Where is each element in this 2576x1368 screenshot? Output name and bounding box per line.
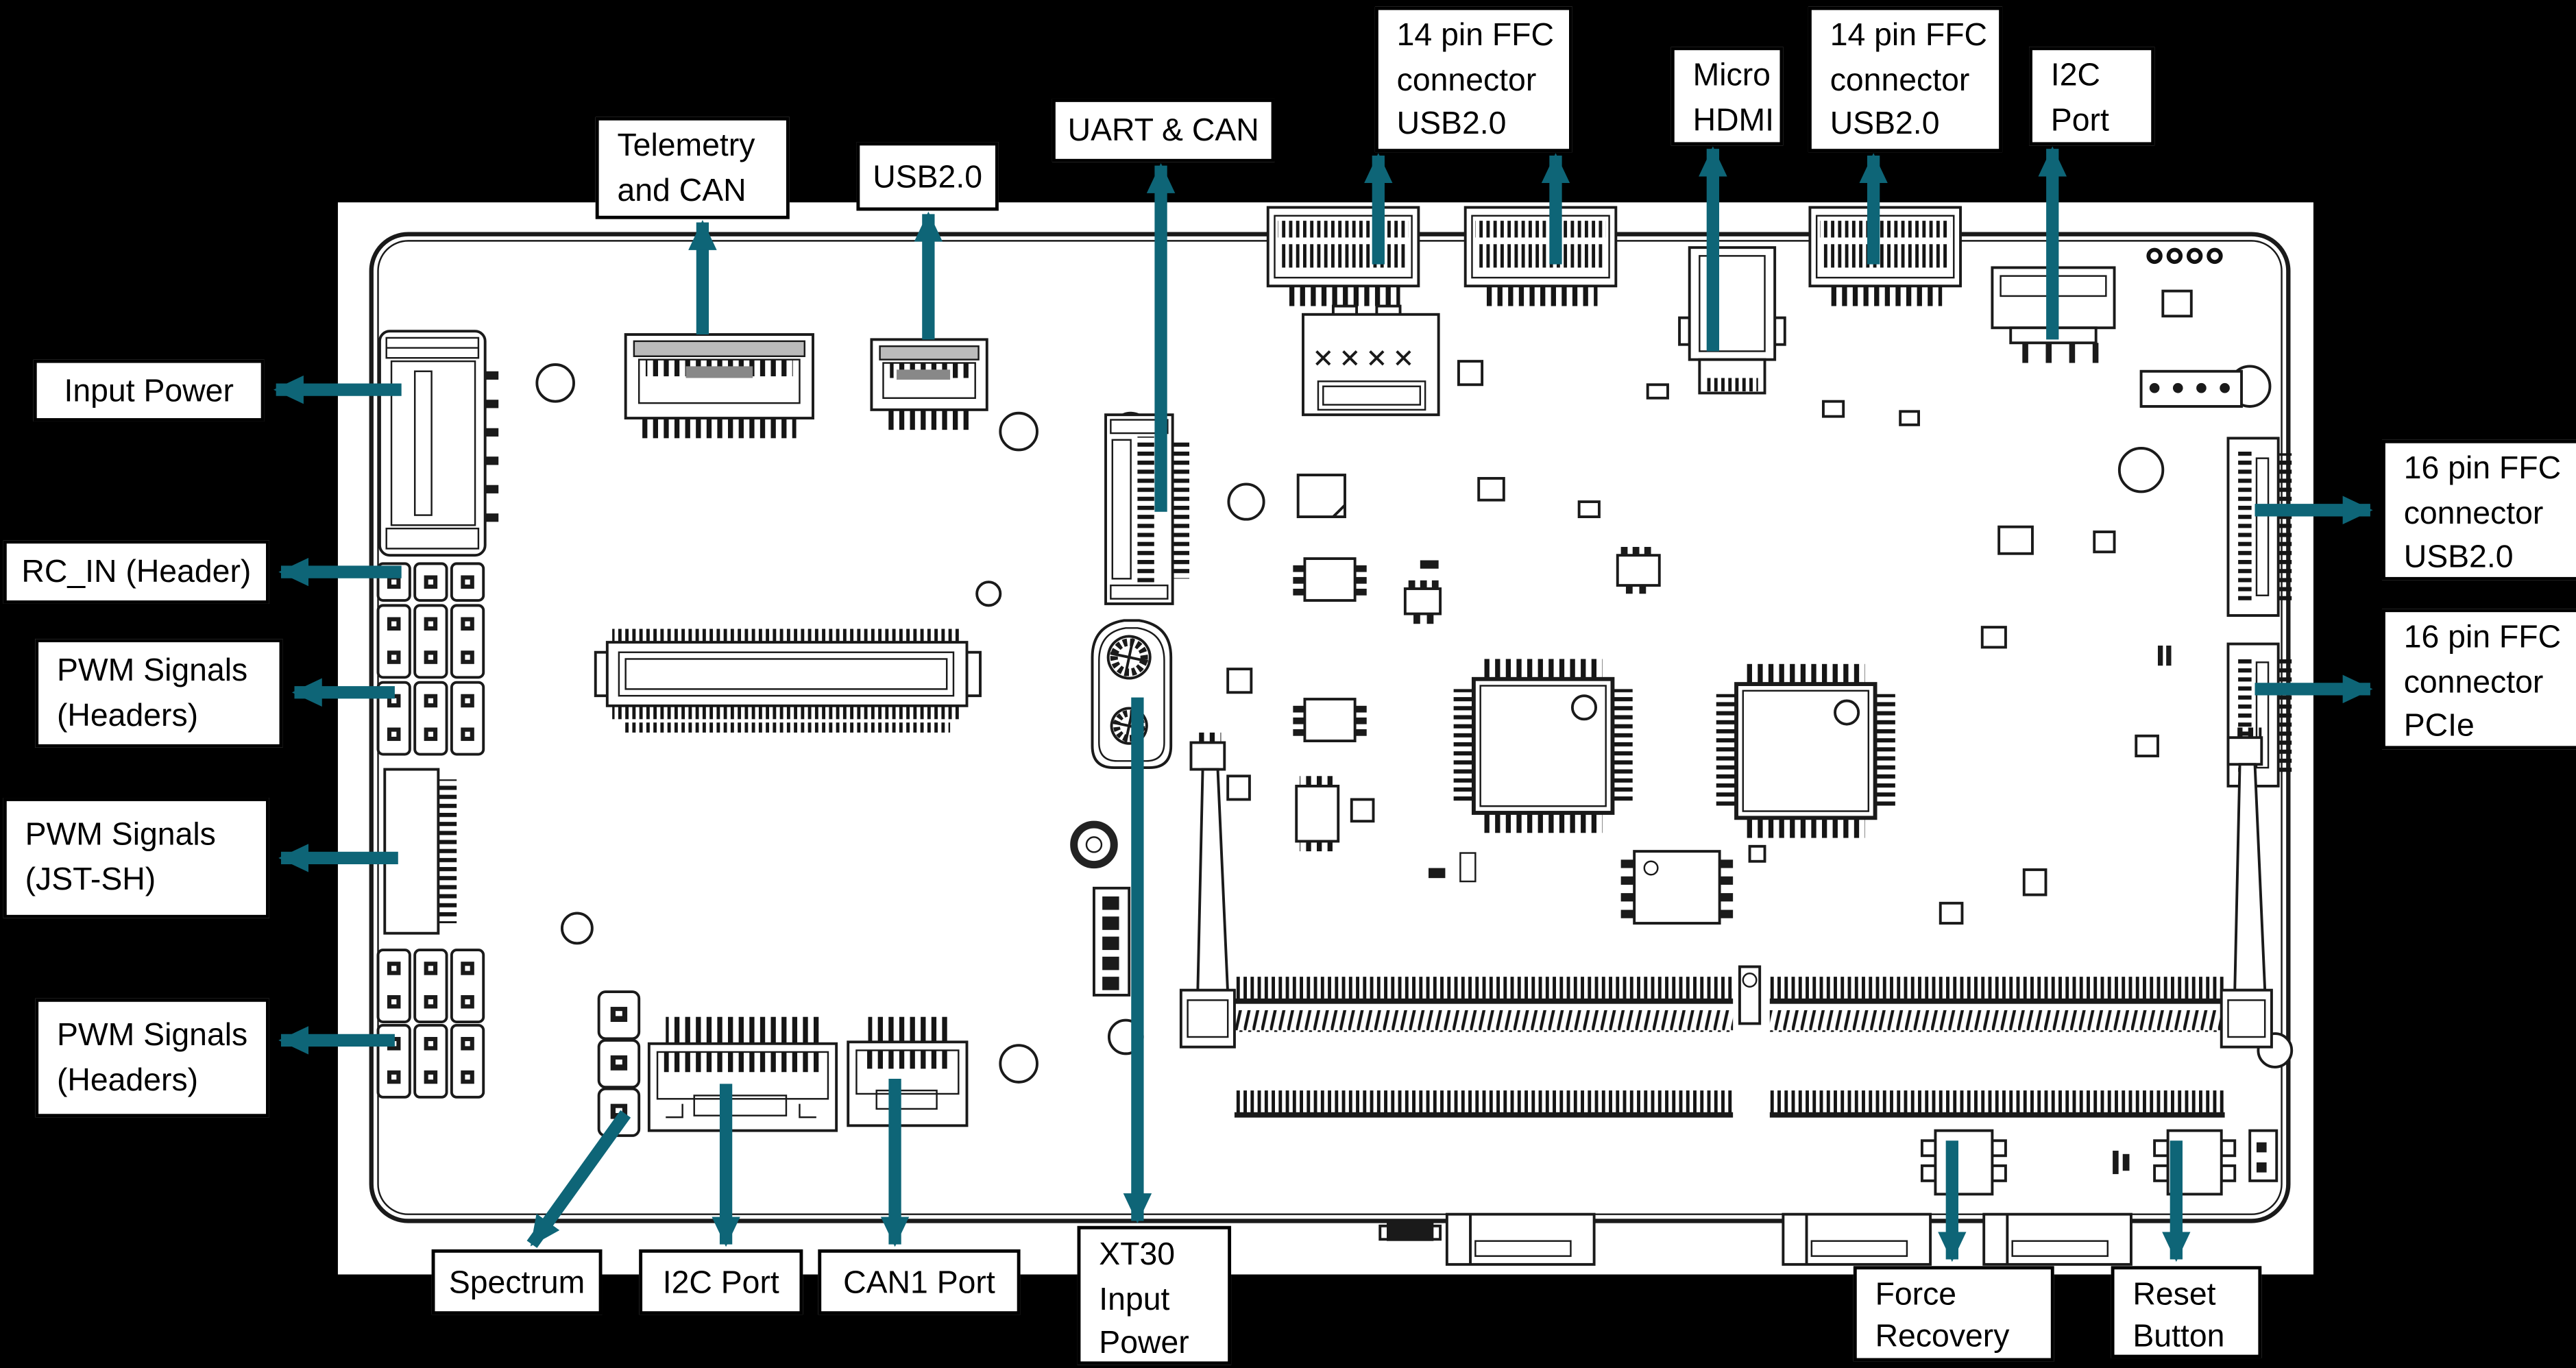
callout-micro-hdmi: Micro HDMI [1670,47,1784,146]
smd-part [1457,360,1484,387]
qfp-chip-2 [1716,664,1895,838]
callout-rc-in: RC_IN (Header) [3,540,269,604]
qfp-chip-1 [1454,659,1633,833]
xt30-connector [1091,619,1173,770]
callout-input-power: Input Power [33,359,265,422]
5pin-header [1093,886,1131,997]
ffc16-usb-connector [2226,437,2292,617]
b2b-80pin-connector [594,628,982,733]
smd-parts [1226,383,2172,925]
board-to-board-socket [1302,304,1440,417]
callout-ffc16-pcie: 16 pin FFC connector PCIe [2381,609,2576,750]
callout-can1: CAN1 Port [818,1249,1021,1315]
callout-xt30: XT30 Input Power [1077,1225,1232,1365]
bottom-connector-2 [1782,1212,1932,1266]
callout-usb20: USB2.0 [856,142,999,211]
callout-reset-button: Reset Button [2111,1266,2262,1358]
4pin-header [2139,369,2243,408]
bottom-connector-3 [1982,1212,2133,1266]
callout-telemetry-can: Telemetry and CAN [595,117,790,219]
small-bottom-part [2113,1129,2279,1182]
input-power-connector [378,330,499,557]
callout-arrows [273,146,2373,1262]
callout-i2c-top: I2C Port [2029,47,2155,146]
uart-can-connector [1104,413,1190,605]
soic8-chip [1620,850,1734,925]
smd-part [2161,289,2193,318]
arrow-spectrum [526,1110,631,1248]
callout-ffc14-left: 14 pin FFC connector USB2.0 [1374,6,1572,153]
micro-hdmi-connector [1678,246,1786,395]
ffc14-connector-a [1266,206,1420,308]
bottom-dark-connector [1378,1222,1442,1241]
callout-i2c-bottom: I2C Port [639,1249,803,1315]
i2c-bottom-connector [647,1016,838,1132]
sodimm-slot [1179,727,2273,1118]
can1-connector [847,1016,969,1127]
callout-ffc16-usb: 16 pin FFC connector USB2.0 [2381,439,2576,581]
pwm-jst-sh-connector [383,768,457,935]
callout-force-recovery: Force Recovery [1853,1266,2054,1362]
ffc14-connector-b [1463,206,1618,308]
callout-pwm-headers-bottom: PWM Signals (Headers) [35,998,269,1118]
buzzer [1070,820,1118,869]
force-recovery-button [1920,1129,2007,1196]
callout-spectrum: Spectrum [431,1249,603,1315]
callout-ffc14-right: 14 pin FFC connector USB2.0 [1808,6,2003,153]
callout-pwm-headers-top: PWM Signals (Headers) [35,639,283,748]
telemetry-can-connector [624,333,814,439]
callout-pwm-jst: PWM Signals (JST-SH) [3,798,269,918]
ffc14-connector-c [1808,206,1962,308]
callout-uart-can: UART & CAN [1052,98,1275,162]
led-row [2146,247,2223,265]
bottom-connector-1 [1445,1212,1596,1266]
usb20-connector [870,338,988,430]
